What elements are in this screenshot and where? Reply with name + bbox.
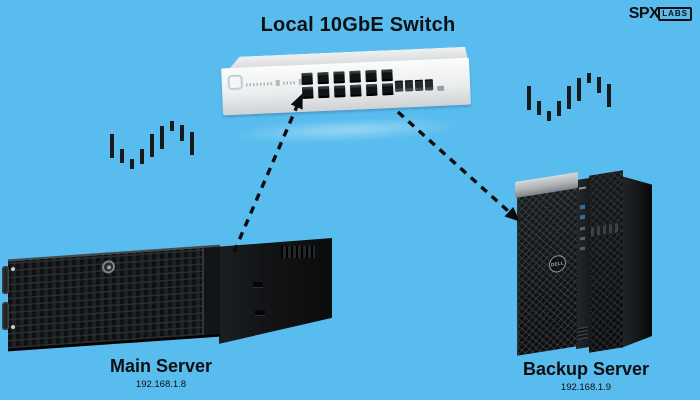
backup-server-vent-slat: [591, 222, 619, 237]
main-server-rack-handle-2: [2, 301, 9, 331]
rj45-port: [404, 80, 414, 92]
sfp-port: [381, 68, 393, 82]
switch-console-port: [437, 85, 445, 92]
waveform-bar: [607, 84, 611, 107]
waveform-icon-right: [527, 68, 611, 123]
sfp-port: [317, 71, 329, 85]
main-server-side-panel: [219, 238, 332, 344]
main-server-panel-latch-2: [255, 310, 265, 316]
rj45-port: [394, 80, 404, 92]
backup-server-front-mesh-right: [589, 170, 623, 353]
rj45-port: [414, 79, 424, 91]
main-server-panel-latch: [253, 282, 263, 288]
waveform-bar: [597, 77, 601, 93]
waveform-bar: [110, 134, 114, 158]
waveform-bar: [170, 121, 174, 131]
main-server-label-group: Main Server 192.168.1.8: [81, 356, 241, 390]
waveform-bar: [537, 101, 541, 115]
sfp-port-column: [301, 72, 314, 99]
sfp-port: [301, 86, 314, 99]
waveform-bar: [180, 125, 184, 141]
sfp-port: [301, 72, 313, 85]
waveform-bar: [577, 78, 581, 101]
switch-power-button: [227, 74, 244, 91]
dell-logo-icon: DELL: [549, 253, 566, 274]
main-server-front-bezel: [202, 246, 220, 335]
waveform-bar: [140, 149, 144, 164]
port-icon-2: [580, 236, 585, 241]
sfp-port: [365, 83, 378, 97]
switch-led-row-2: [282, 81, 297, 85]
sfp-port: [333, 85, 346, 98]
switch-front-face: [221, 57, 471, 116]
main-server-lock-icon: [102, 259, 115, 274]
diagram-title: Local 10GbE Switch: [260, 14, 456, 36]
switch-led-row: [245, 82, 274, 87]
sd-slot: [579, 186, 586, 190]
backup-server-label: Backup Server: [522, 359, 650, 379]
main-server-screw-2: [11, 324, 15, 330]
backup-server-grille: [578, 326, 588, 340]
waveform-bar: [120, 149, 124, 163]
sfp-port: [349, 84, 362, 97]
spx-labs-logo: SPX LABS: [629, 5, 692, 23]
sfp-port: [317, 85, 330, 99]
main-server-label: Main Server: [109, 356, 213, 376]
waveform-bar: [150, 134, 154, 157]
main-server-rack-handle: [2, 265, 9, 295]
backup-server-ip: 192.168.1.9: [560, 381, 612, 393]
switch-rj45-ports: [394, 79, 434, 92]
waveform-bar: [160, 126, 164, 149]
sfp-port: [349, 70, 361, 83]
backup-server-front-mesh: DELL: [517, 188, 577, 356]
sfp-port-column: [317, 71, 330, 99]
switch-sfp-ports: [301, 68, 394, 99]
switch-indicator-icon: [275, 79, 280, 87]
main-server-ip: 192.168.1.8: [135, 378, 187, 390]
port-icon: [580, 226, 585, 231]
main-server-front-mesh: [8, 244, 220, 352]
waveform-bar: [557, 101, 561, 116]
main-server-vents: [281, 246, 315, 258]
waveform-bar: [547, 111, 551, 121]
logo-labs-box: LABS: [658, 7, 692, 21]
waveform-bar: [190, 132, 194, 155]
main-server-screw: [11, 266, 15, 272]
sfp-port: [381, 82, 394, 96]
waveform-bar: [130, 159, 134, 169]
sfp-port: [333, 71, 345, 84]
backup-server-port-column: [576, 177, 590, 350]
waveform-bar: [567, 86, 571, 109]
waveform-bar: [527, 86, 531, 110]
port-icon-3: [580, 246, 585, 251]
waveform-bar: [587, 73, 591, 83]
backup-server-label-group: Backup Server 192.168.1.9: [506, 359, 666, 393]
backup-server-side-panel: [621, 176, 652, 348]
sfp-port-column: [333, 71, 346, 98]
rj45-port: [424, 79, 434, 91]
waveform-icon-left: [110, 116, 194, 171]
network-switch-image: [221, 47, 472, 126]
sfp-port-column: [349, 70, 362, 97]
sfp-port: [365, 69, 377, 83]
usb-port-icon-2: [580, 214, 585, 220]
usb-port-icon: [580, 204, 585, 210]
sfp-port-column: [381, 68, 394, 96]
sfp-port-column: [365, 69, 378, 97]
logo-spx-text: SPX: [628, 5, 660, 22]
